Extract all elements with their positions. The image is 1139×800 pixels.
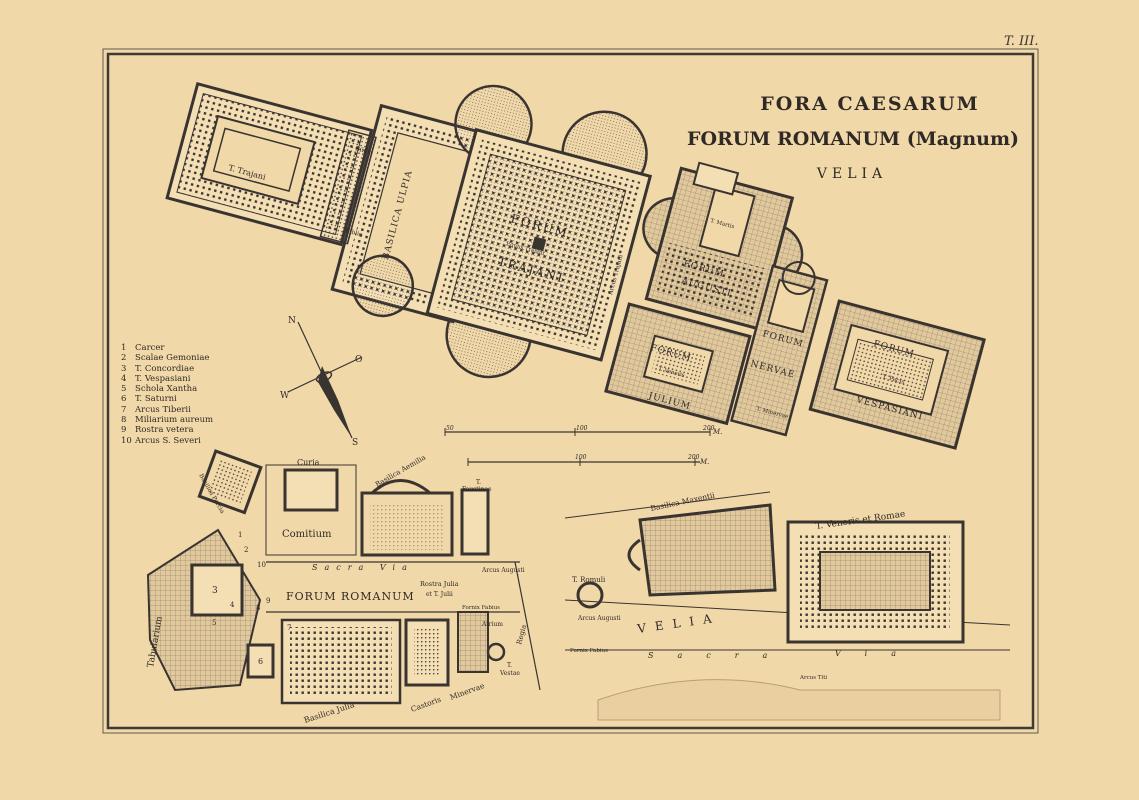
map-number-9: 9 (266, 597, 270, 605)
temple-of-trajan-plan (165, 81, 374, 247)
label-bibliotheca-2: Biblio (344, 227, 363, 238)
compass-n: N (288, 316, 296, 326)
forum-romanum-plan (146, 449, 541, 705)
map-frame (106, 52, 1035, 730)
forum-of-trajan-plan (351, 84, 653, 379)
label-bibliotheca-1: Biblio (354, 145, 373, 156)
scale-upper-tick-2: 100 (576, 425, 588, 432)
label-arcus-augusti-romanum: Arcus Augusti (481, 567, 525, 574)
map-number-3: 3 (212, 586, 218, 596)
title-forum-romanum: FORUM ROMANUM (Magnum) (687, 128, 1019, 150)
label-arcus-titi: Arcus Titi (799, 675, 827, 681)
forum-of-nerva-plan (729, 260, 829, 437)
title-velia: VELIA (816, 166, 887, 182)
label-atrium: Atrium (481, 621, 503, 628)
label-basilica-aemilia: Basilica Aemilia (374, 453, 427, 488)
label-t-vestae-2: Vestae (499, 670, 520, 677)
scale-upper-tick-3: 200 (702, 425, 715, 432)
label-t-faustinae-1: T. (476, 479, 481, 486)
map-number-6: 6 (258, 657, 263, 666)
label-t-romuli: T. Romuli (572, 576, 606, 584)
scale-lower-tick-1: 100 (575, 454, 587, 461)
label-sacra-velia: Sacra (648, 651, 791, 660)
compass-w: W (280, 391, 290, 401)
label-forum-romanum: FORUM ROMANUM (286, 590, 415, 603)
map-frame-outer (102, 48, 1039, 734)
label-fornix-fabius-velia: Fornix Fabius (570, 648, 608, 654)
map-number-4: 4 (230, 601, 235, 609)
compass-rose (287, 321, 363, 439)
title-fora-caesarum: FORA CAESARUM (760, 93, 979, 115)
label-minervae: Minervae (449, 681, 487, 702)
forum-julium-plan (604, 302, 752, 426)
scale-bar-upper (444, 428, 711, 436)
velia-plan (564, 491, 1011, 721)
map-number-5: 5 (212, 619, 216, 627)
scale-bar-lower (467, 458, 700, 466)
map-number-7: 7 (287, 624, 291, 632)
map-number-1: 1 (238, 531, 242, 539)
label-via-velia: Via (835, 649, 920, 658)
label-sacra-via: Sacra Via (312, 563, 414, 572)
label-t-julii: et T. Julii (426, 591, 453, 598)
label-velia: VELIA (635, 610, 721, 636)
map-number-8: 8 (256, 604, 260, 612)
scale-upper-tick-1: 50 (446, 425, 454, 432)
forum-of-vespasian-plan (808, 299, 986, 450)
label-fornix-fabius-romanum: Fornix Fabius (462, 605, 500, 611)
label-t-vestae-1: T. (507, 662, 512, 669)
label-regia: Regia (515, 624, 528, 646)
map-number-2: 2 (244, 546, 248, 554)
compass-o: O (355, 355, 362, 365)
label-castoris: Castoris (410, 695, 443, 714)
scale-lower-tick-2: 200 (687, 454, 700, 461)
label-curia: Curia (297, 458, 320, 467)
label-rostra-julia: Rostra Julia (420, 580, 459, 588)
map-number-10: 10 (257, 561, 266, 569)
compass-s: S (352, 438, 358, 448)
plate-number: T. III. (1004, 34, 1039, 49)
label-t-faustinae-2: Faustinae (462, 486, 492, 493)
label-arcus-augusti-velia: Arcus Augusti (577, 615, 621, 622)
scale-upper-unit: M. (712, 428, 722, 436)
label-basilica-maxentii: Basilica Maxentii (650, 490, 717, 513)
scale-lower-unit: M. (699, 458, 709, 466)
label-comitium: Comitium (282, 529, 332, 540)
